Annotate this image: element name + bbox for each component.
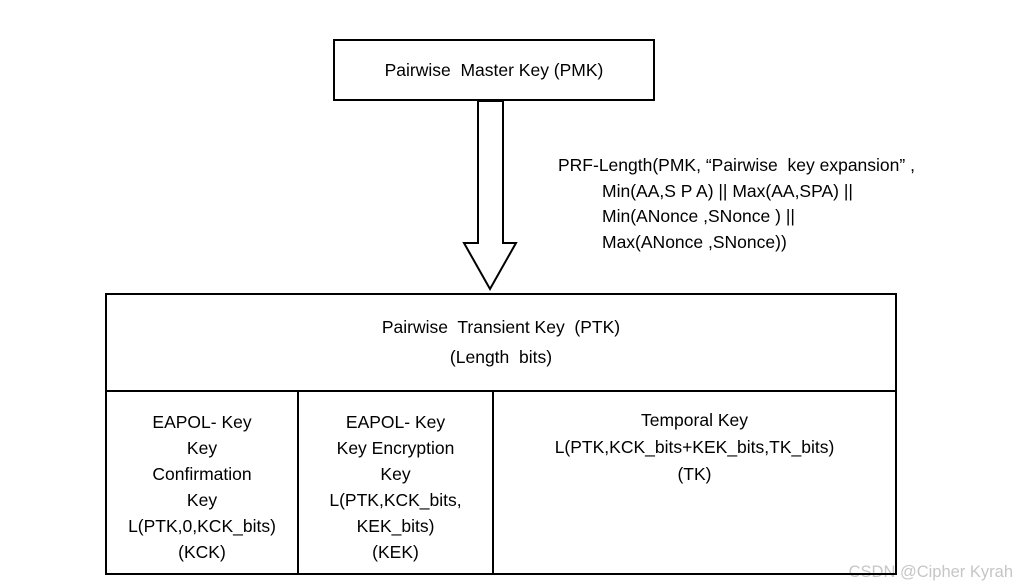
pmk-box: Pairwise Master Key (PMK): [333, 39, 655, 101]
watermark-text: CSDN @Cipher Kyrah: [848, 563, 1013, 581]
tk-cell: Temporal Key L(PTK,KCK_bits+KEK_bits,TK_…: [554, 410, 835, 484]
kck-cell: EAPOL- Key Key Confirmation Key L(PTK,0,…: [107, 392, 299, 573]
ptk-title: Pairwise Transient Key (PTK): [381, 317, 621, 337]
pmk-box-label: Pairwise Master Key (PMK): [384, 59, 604, 80]
ptk-cells-row: EAPOL- Key Key Confirmation Key L(PTK,0,…: [107, 392, 895, 573]
down-arrow-icon: [462, 100, 518, 292]
kek-cell: EAPOL- Key Key Encryption Key L(PTK,KCK_…: [299, 392, 494, 573]
prf-expansion-annotation: PRF-Length(PMK, “Pairwise key expansion”…: [558, 155, 915, 252]
ptk-length-subtitle: (Length bits): [449, 347, 553, 367]
ptk-header: Pairwise Transient Key (PTK) (Length bit…: [107, 295, 895, 392]
ptk-box: Pairwise Transient Key (PTK) (Length bit…: [105, 293, 897, 575]
